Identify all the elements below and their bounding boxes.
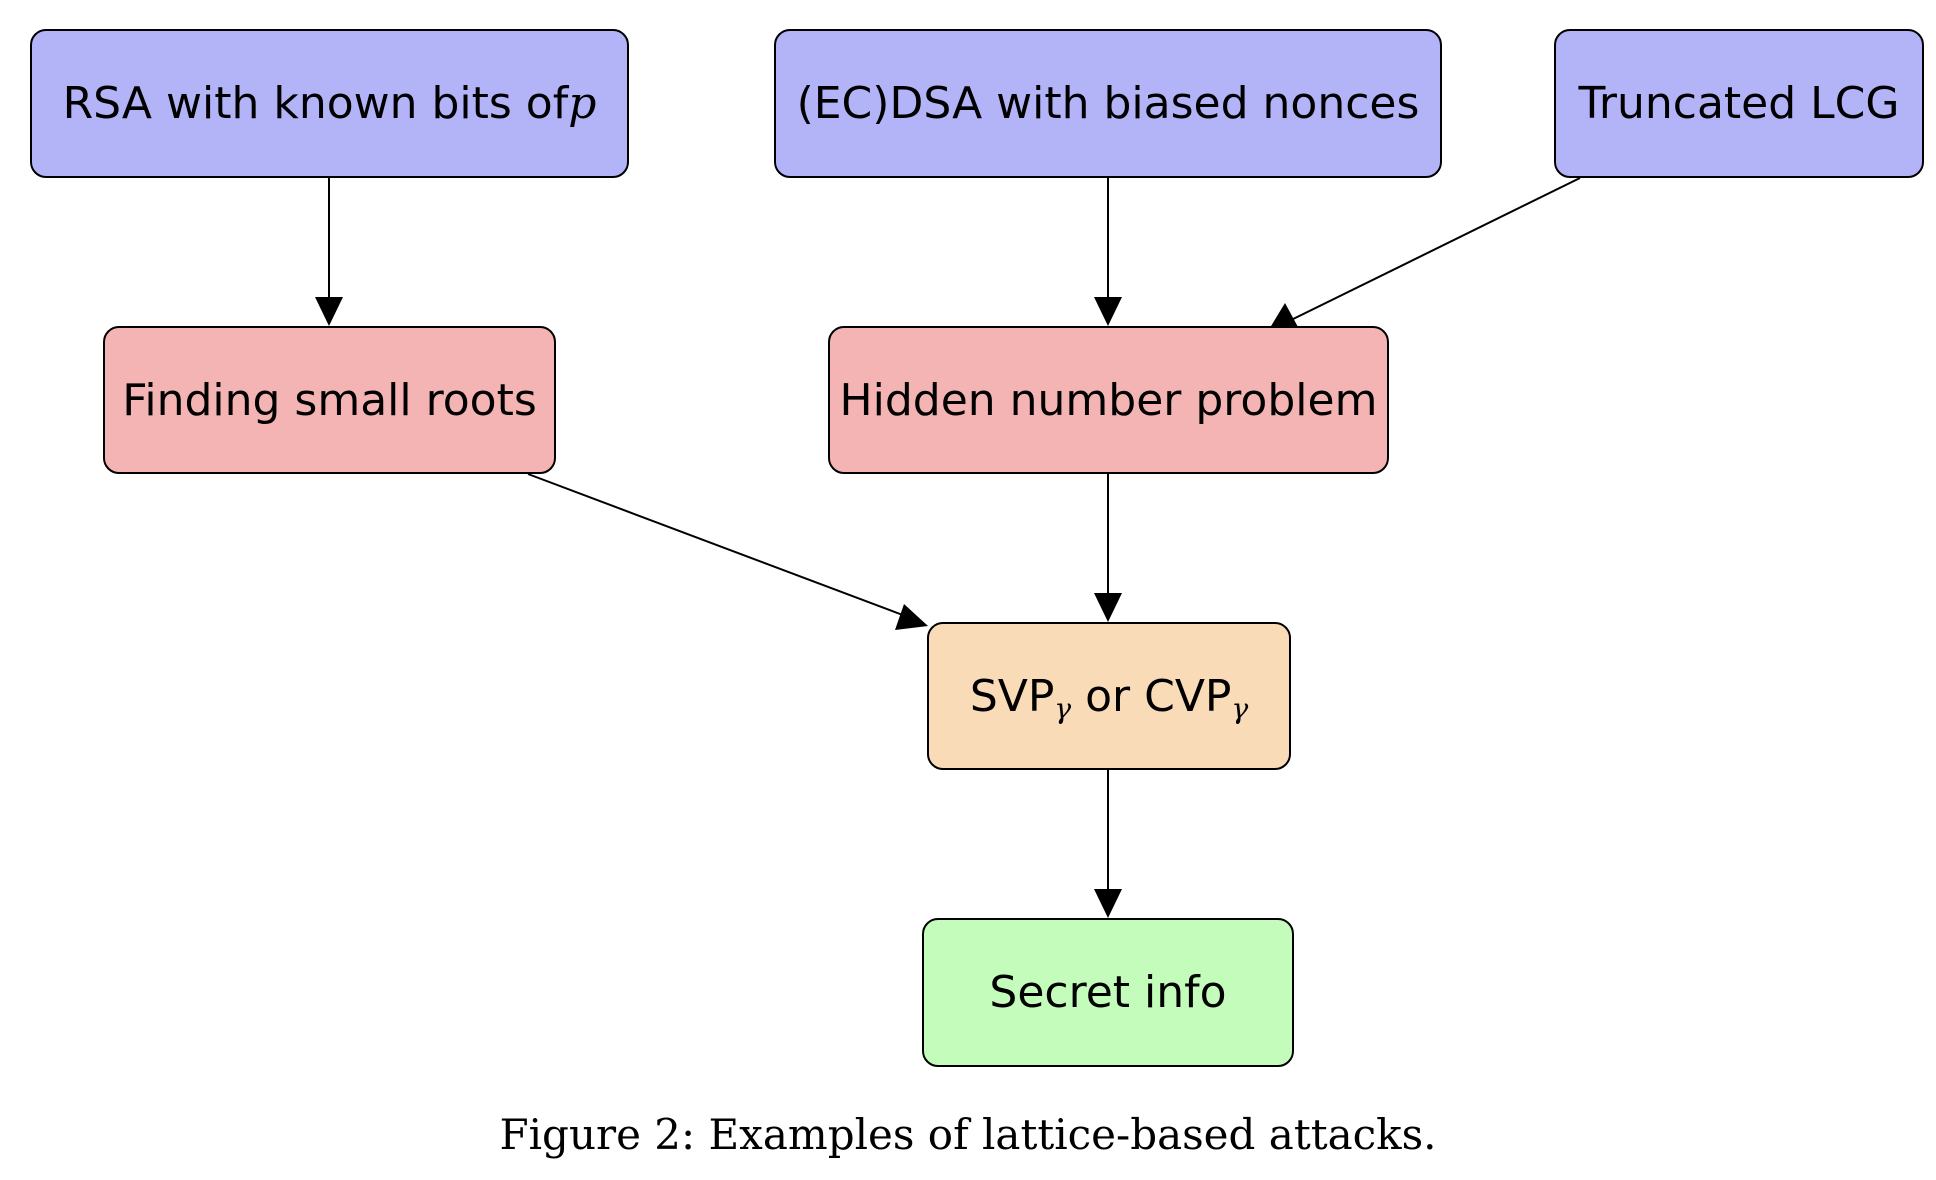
node-rsa-variable: p [568,78,597,129]
edge-small-roots-to-lattice [527,473,909,618]
node-cvp-label: CVP [1144,670,1232,722]
node-small-roots-label: Finding small roots [122,374,537,426]
arrowhead-lcg-to-hnp [1268,303,1298,331]
node-secret-info: Secret info [922,918,1294,1067]
node-cvp-subscript: γ [1231,691,1249,725]
node-secret-label: Secret info [989,967,1227,1018]
node-hnp-label: Hidden number problem [839,374,1378,426]
arrowhead-ecdsa-to-hnp [1094,297,1122,326]
node-rsa-known-bits: RSA with known bits of p [30,29,629,178]
node-ecdsa-biased-nonces: (EC)DSA with biased nonces [774,29,1442,178]
node-lcg-label: Truncated LCG [1578,78,1900,129]
node-hidden-number-problem: Hidden number problem [828,326,1389,474]
figure-caption: Figure 2: Examples of lattice-based atta… [499,1110,1437,1159]
arrowhead-lattice-to-secret [1094,889,1122,918]
arrowhead-hnp-to-lattice [1094,593,1122,622]
arrowhead-small-roots-to-lattice [895,604,928,630]
node-svp-subscript: γ [1054,691,1072,725]
node-finding-small-roots: Finding small roots [103,326,556,474]
edge-lcg-to-hnp [1284,177,1581,324]
node-svp-label: SVP [969,670,1055,722]
node-truncated-lcg: Truncated LCG [1554,29,1924,178]
node-rsa-label: RSA with known bits of [62,78,569,129]
node-or-label: or [1071,670,1145,722]
arrowhead-rsa-to-small-roots [315,297,343,326]
node-ecdsa-label: (EC)DSA with biased nonces [796,78,1420,129]
